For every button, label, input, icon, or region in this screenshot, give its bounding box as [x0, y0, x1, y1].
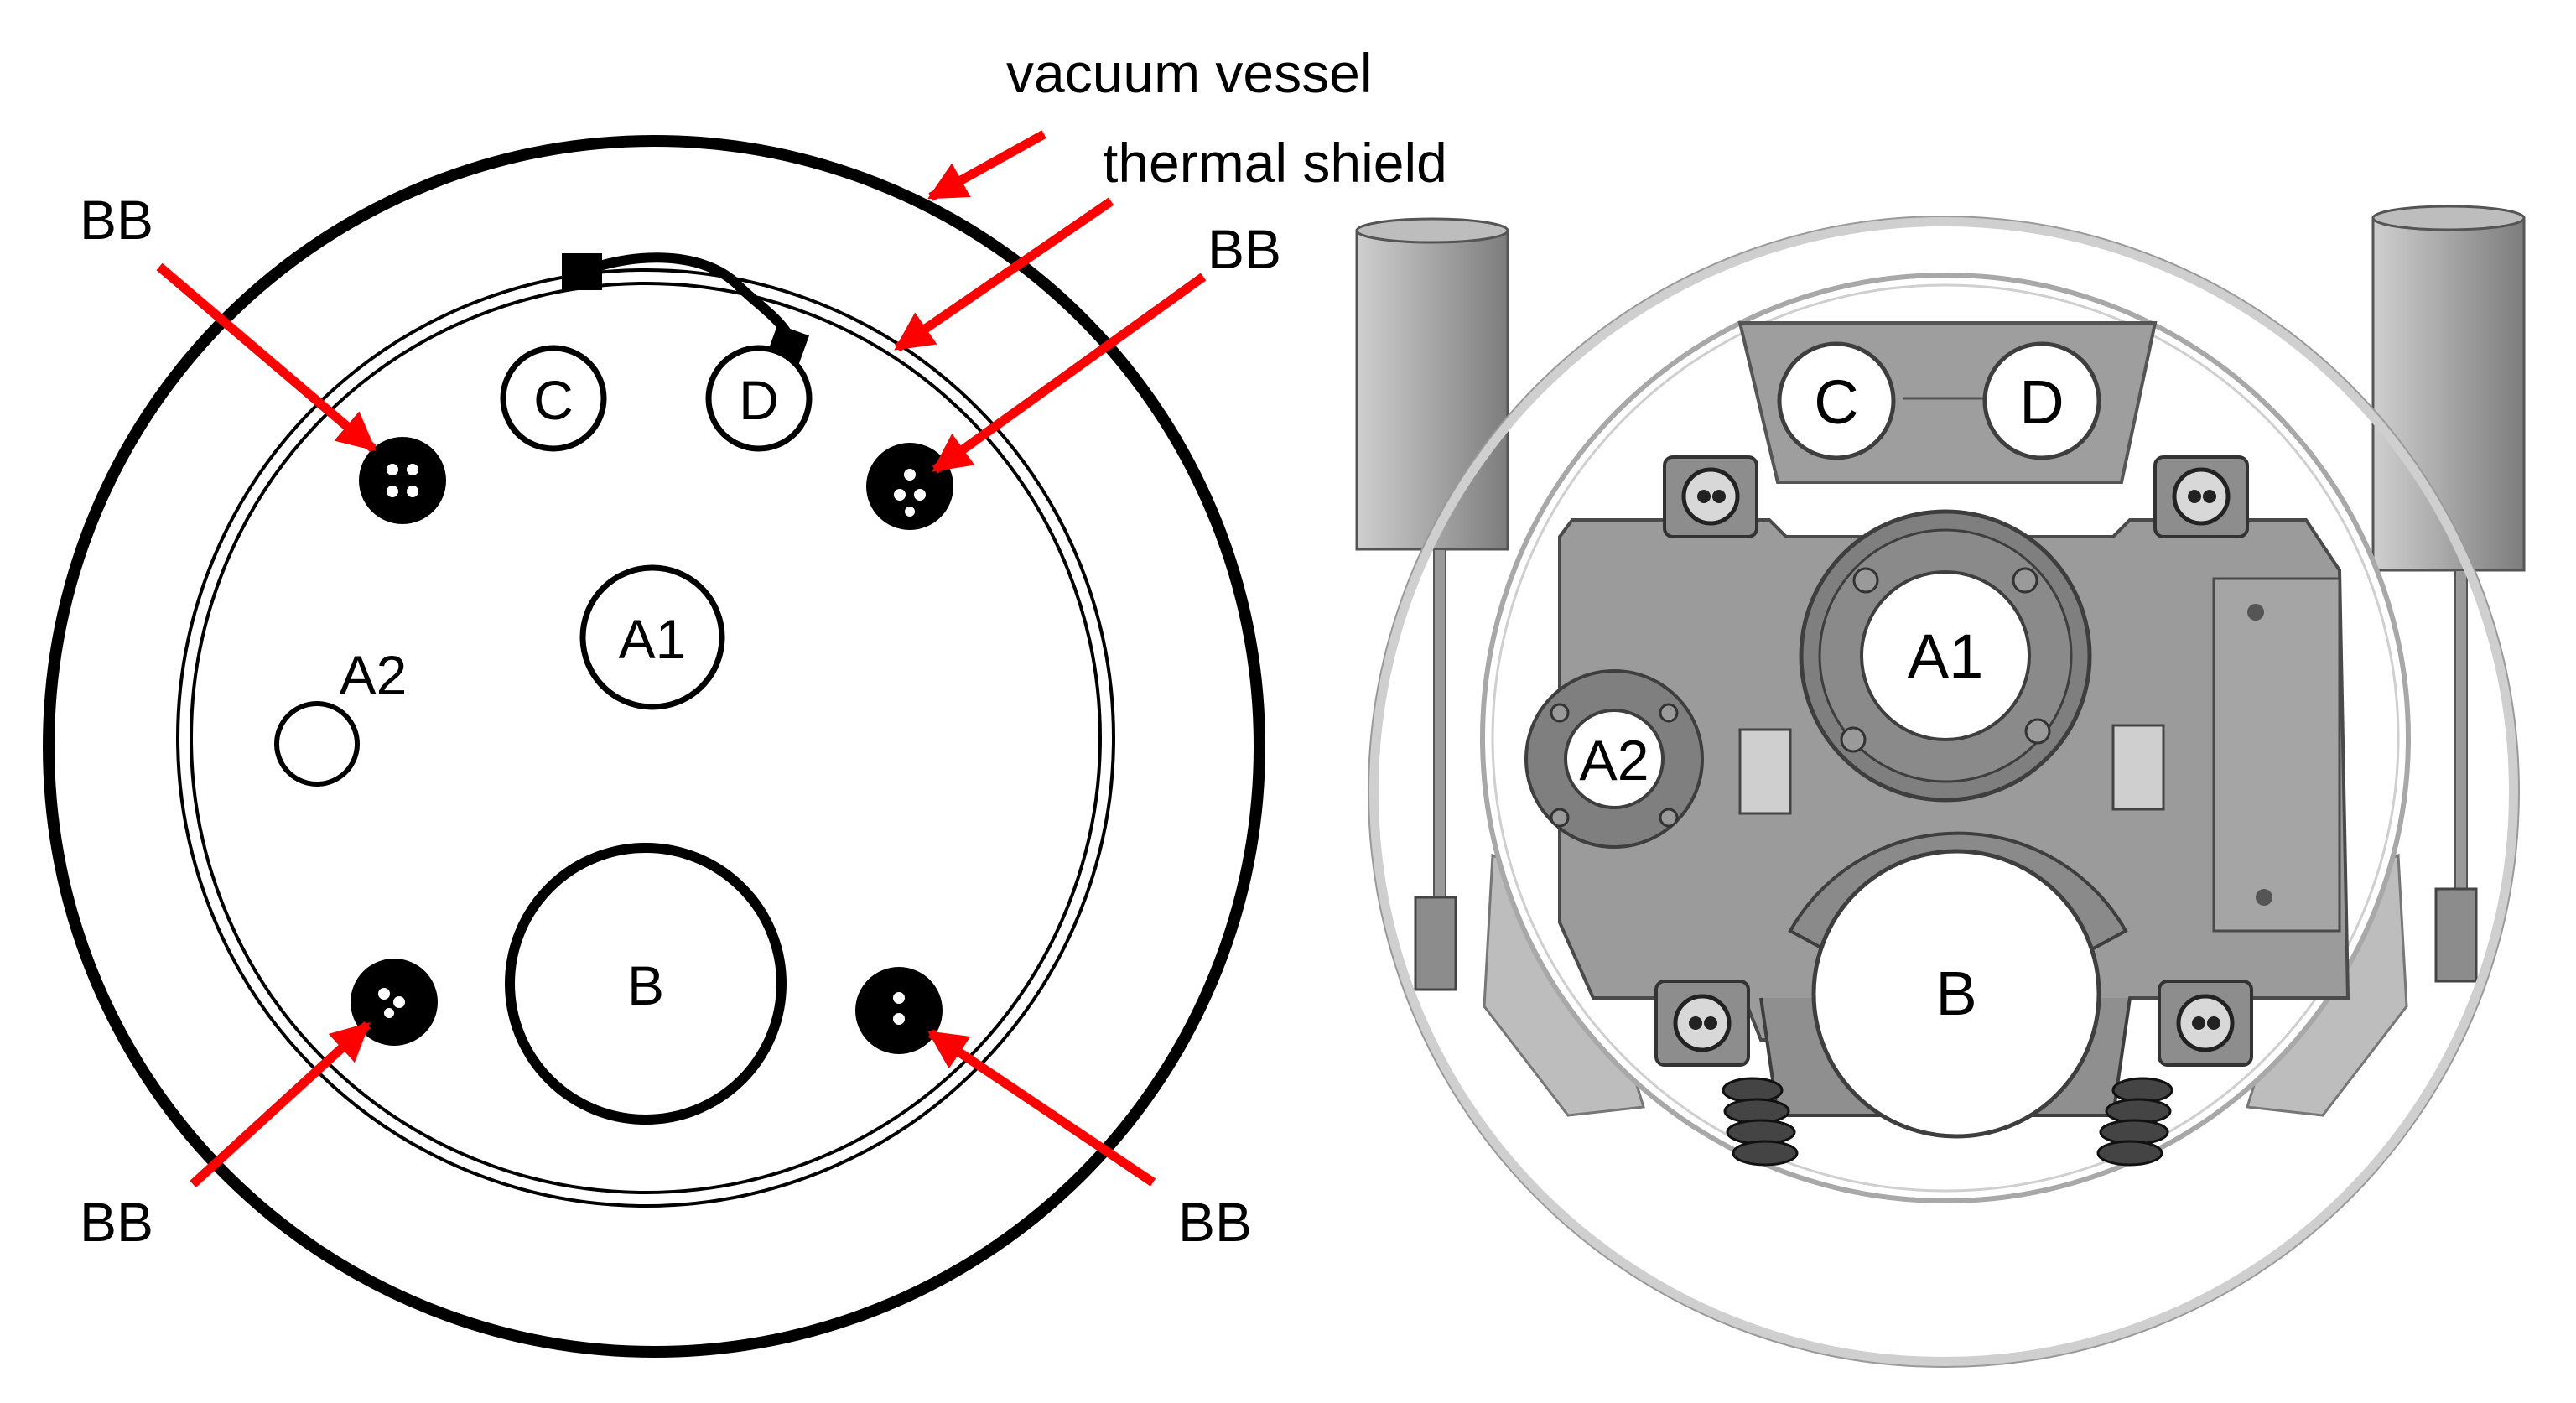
support-post-right	[2371, 205, 2526, 983]
model-port-d	[1982, 341, 2101, 460]
model-spring-left	[1722, 1077, 1799, 1167]
model-port-a2	[1564, 709, 1665, 809]
bb-label-top-left: BB	[80, 189, 153, 251]
model-bumper-bottom-left	[1654, 980, 1750, 1067]
bumper-top-right	[866, 443, 953, 530]
cad-model-view: C D A1 A2 B	[1355, 205, 2526, 1368]
thermal-shield-outer	[176, 268, 1115, 1208]
model-c-label: C	[1814, 367, 1858, 437]
bb-label-bottom-left: BB	[80, 1191, 153, 1253]
a1-bolts	[1840, 567, 2051, 753]
model-b-label: B	[1935, 959, 1976, 1028]
vacuum-vessel-label: vacuum vessel	[1006, 42, 1373, 104]
arrow-vacuum-vessel	[927, 130, 1046, 201]
thermal-shield-inner	[190, 282, 1102, 1194]
vacuum-vessel-wall	[43, 135, 1265, 1358]
bumper-bottom-right	[855, 967, 943, 1054]
port-a2-label: A2	[340, 644, 408, 706]
model-port-c	[1777, 341, 1896, 460]
model-vacuum-vessel	[1368, 216, 2519, 1367]
port-b-label: B	[627, 954, 664, 1016]
model-bumper-bottom-right	[2158, 980, 2253, 1067]
model-a2-label: A2	[1579, 729, 1649, 792]
model-bumper-top-right	[2153, 455, 2249, 538]
schematic-view: C D A1 A2 B	[43, 42, 1447, 1358]
arrow-bb-top-left	[156, 262, 377, 453]
port-a2-circle	[274, 701, 360, 787]
arrow-bb-bottom-left	[190, 1021, 371, 1188]
port-d-label: D	[739, 369, 779, 431]
thermal-shield-label: thermal shield	[1103, 132, 1447, 194]
bb-label-bottom-right: BB	[1178, 1191, 1252, 1253]
port-c-circle	[500, 345, 607, 452]
model-a1-label: A1	[1908, 621, 1984, 691]
bumper-bottom-left	[351, 959, 438, 1046]
arrow-thermal-shield	[894, 197, 1114, 352]
model-bumper-top-left	[1663, 455, 1758, 538]
port-b-circle	[505, 843, 787, 1125]
arrow-bb-bottom-right	[927, 1029, 1156, 1187]
bb-label-top-right: BB	[1208, 218, 1281, 280]
model-port-a1	[1860, 570, 2031, 741]
bumper-top-left	[359, 437, 446, 524]
red-arrows	[156, 130, 1207, 1188]
model-d-label: D	[2019, 367, 2064, 437]
model-spring-right	[2096, 1077, 2174, 1167]
port-d-circle	[705, 345, 813, 452]
port-a1-circle	[579, 564, 725, 710]
model-vacuum-vessel-edge	[1368, 216, 2520, 1368]
port-a1-label: A1	[619, 608, 687, 670]
port-c-label: C	[533, 369, 574, 431]
model-port-b	[1811, 849, 2101, 1139]
arrow-bb-top-right	[932, 273, 1207, 474]
